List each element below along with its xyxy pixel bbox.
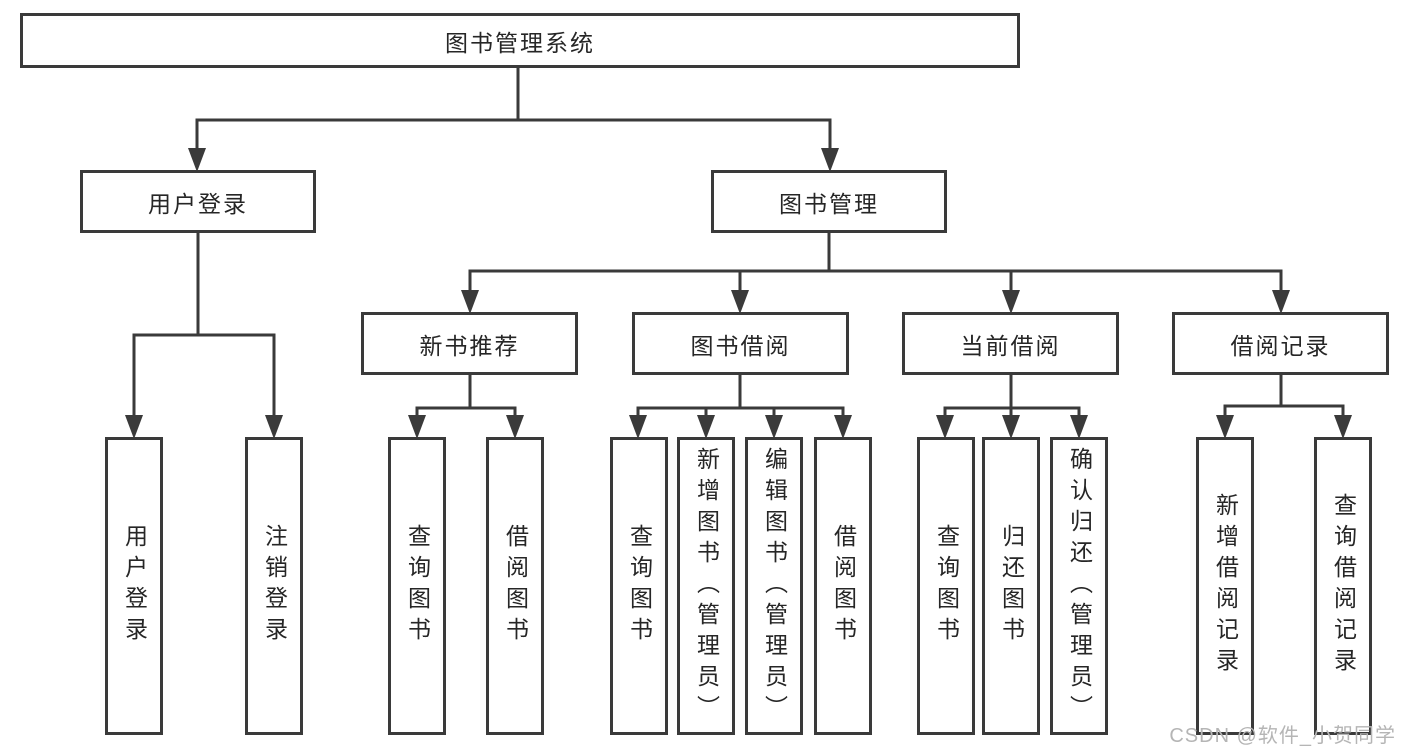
node-label: 编辑图书（管理员） <box>761 446 788 726</box>
node-user-login-branch: 用户登录 <box>80 170 316 233</box>
node-library-management-system: 图书管理系统 <box>20 13 1020 68</box>
node-label: 借阅图书 <box>502 524 529 648</box>
node-book-management-branch: 图书管理 <box>711 170 947 233</box>
node-label: 新增图书（管理员） <box>693 446 720 726</box>
node-label: 查询借阅记录 <box>1330 493 1357 679</box>
node-leaf-borrow-books: 借阅图书 <box>814 437 872 735</box>
node-label: 查询图书 <box>933 524 960 648</box>
node-label: 确认归还（管理员） <box>1066 446 1093 726</box>
node-leaf-edit-book-admin: 编辑图书（管理员） <box>745 437 803 735</box>
node-label: 借阅图书 <box>830 524 857 648</box>
node-current-borrowing: 当前借阅 <box>902 312 1119 375</box>
node-leaf-confirm-return-admin: 确认归还（管理员） <box>1050 437 1108 735</box>
node-book-borrowing: 图书借阅 <box>632 312 849 375</box>
node-leaf-query-borrow-record: 查询借阅记录 <box>1314 437 1372 735</box>
node-leaf-user-login: 用户登录 <box>105 437 163 735</box>
node-label: 注销登录 <box>261 524 288 648</box>
node-label: 查询图书 <box>404 524 431 648</box>
node-leaf-query-books: 查询图书 <box>388 437 446 735</box>
node-leaf-borrow-books: 借阅图书 <box>486 437 544 735</box>
node-leaf-query-books: 查询图书 <box>610 437 668 735</box>
node-label: 查询图书 <box>626 524 653 648</box>
node-leaf-return-books: 归还图书 <box>982 437 1040 735</box>
node-label: 用户登录 <box>121 524 148 648</box>
node-leaf-query-books: 查询图书 <box>917 437 975 735</box>
node-label: 归还图书 <box>998 524 1025 648</box>
csdn-watermark: CSDN @软件_小贺同学 <box>1169 725 1396 747</box>
node-borrowing-records: 借阅记录 <box>1172 312 1389 375</box>
node-new-book-recommend: 新书推荐 <box>361 312 578 375</box>
node-leaf-logout: 注销登录 <box>245 437 303 735</box>
node-leaf-add-borrow-record: 新增借阅记录 <box>1196 437 1254 735</box>
node-label: 新增借阅记录 <box>1212 493 1239 679</box>
node-leaf-add-book-admin: 新增图书（管理员） <box>677 437 735 735</box>
